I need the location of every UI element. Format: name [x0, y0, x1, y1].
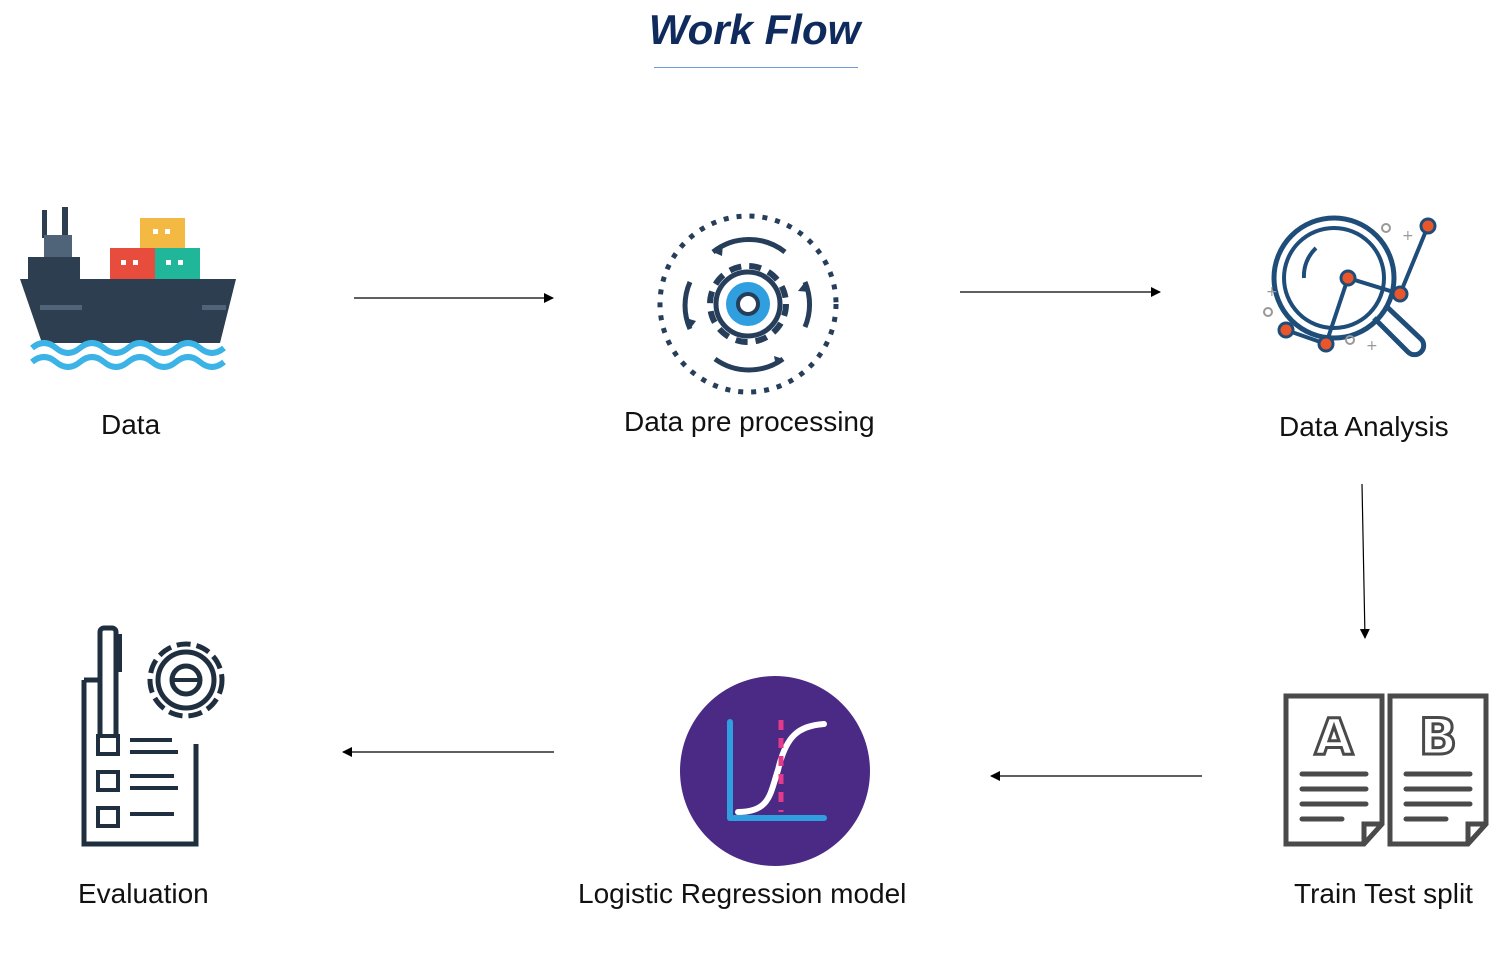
- ab-documents-icon: A B: [1282, 674, 1490, 859]
- svg-text:+: +: [1402, 228, 1414, 244]
- title-underline: [654, 67, 858, 68]
- svg-text:A: A: [1315, 708, 1354, 766]
- svg-text:B: B: [1419, 708, 1457, 766]
- magnifier-graph-icon: + + +: [1258, 212, 1448, 377]
- svg-text:+: +: [1366, 338, 1378, 354]
- cargo-ship-icon: [20, 205, 240, 382]
- svg-text:+: +: [1266, 284, 1278, 300]
- node-label-split: Train Test split: [1294, 878, 1473, 909]
- page-title: Work Flow: [648, 6, 861, 53]
- gear-cycle-icon: [655, 212, 845, 403]
- checklist-gear-icon: [78, 624, 238, 855]
- node-label-analysis: Data Analysis: [1279, 411, 1449, 442]
- node-label-preprocessing: Data pre processing: [624, 406, 875, 437]
- node-label-model: Logistic Regression model: [578, 878, 907, 909]
- sigmoid-curve-icon: [678, 674, 874, 875]
- node-label-evaluation: Evaluation: [78, 878, 209, 909]
- node-label-data: Data: [101, 409, 161, 440]
- arrow-analysis-to-split: [1359, 483, 1370, 639]
